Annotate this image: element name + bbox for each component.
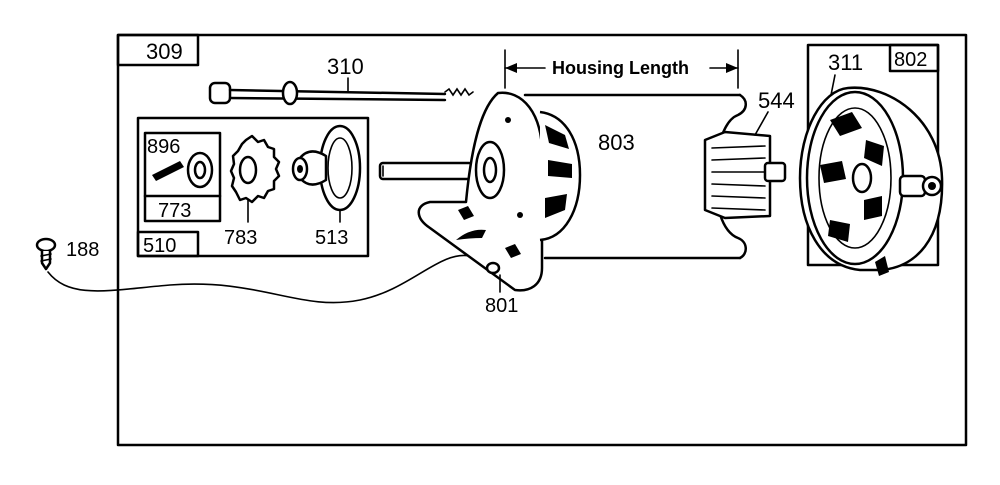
screw-188: 188 <box>35 237 496 304</box>
label-188: 188 <box>66 239 99 261</box>
armature-shaft <box>378 161 474 181</box>
label-311: 311 <box>828 50 863 75</box>
label-802: 802 <box>894 49 927 71</box>
label-510: 510 <box>143 235 176 257</box>
commutator-544: 544 <box>703 88 795 220</box>
label-801: 801 <box>485 295 518 317</box>
label-box-309: 309 <box>116 33 200 67</box>
label-773: 773 <box>158 200 191 222</box>
label-896: 896 <box>147 136 180 158</box>
diagram-frame <box>116 33 968 447</box>
drive-end-bracket-801: 801 <box>417 91 544 317</box>
label-309: 309 <box>146 39 183 64</box>
housing-length-dimension: Housing Length <box>504 49 739 89</box>
label-513: 513 <box>315 227 348 249</box>
label-310: 310 <box>327 54 364 79</box>
through-bolt-310: 310 <box>208 54 474 106</box>
armature-windings <box>539 110 582 242</box>
drive-kit-box-510: 510 773 896 783 513 <box>136 116 370 258</box>
label-housing-length: Housing Length <box>552 58 689 78</box>
label-544: 544 <box>758 88 795 113</box>
label-803: 803 <box>598 130 635 155</box>
label-783: 783 <box>224 227 257 249</box>
motor-housing-803: 803 <box>523 93 747 260</box>
end-cap-box-802: 802 311 <box>798 43 944 276</box>
